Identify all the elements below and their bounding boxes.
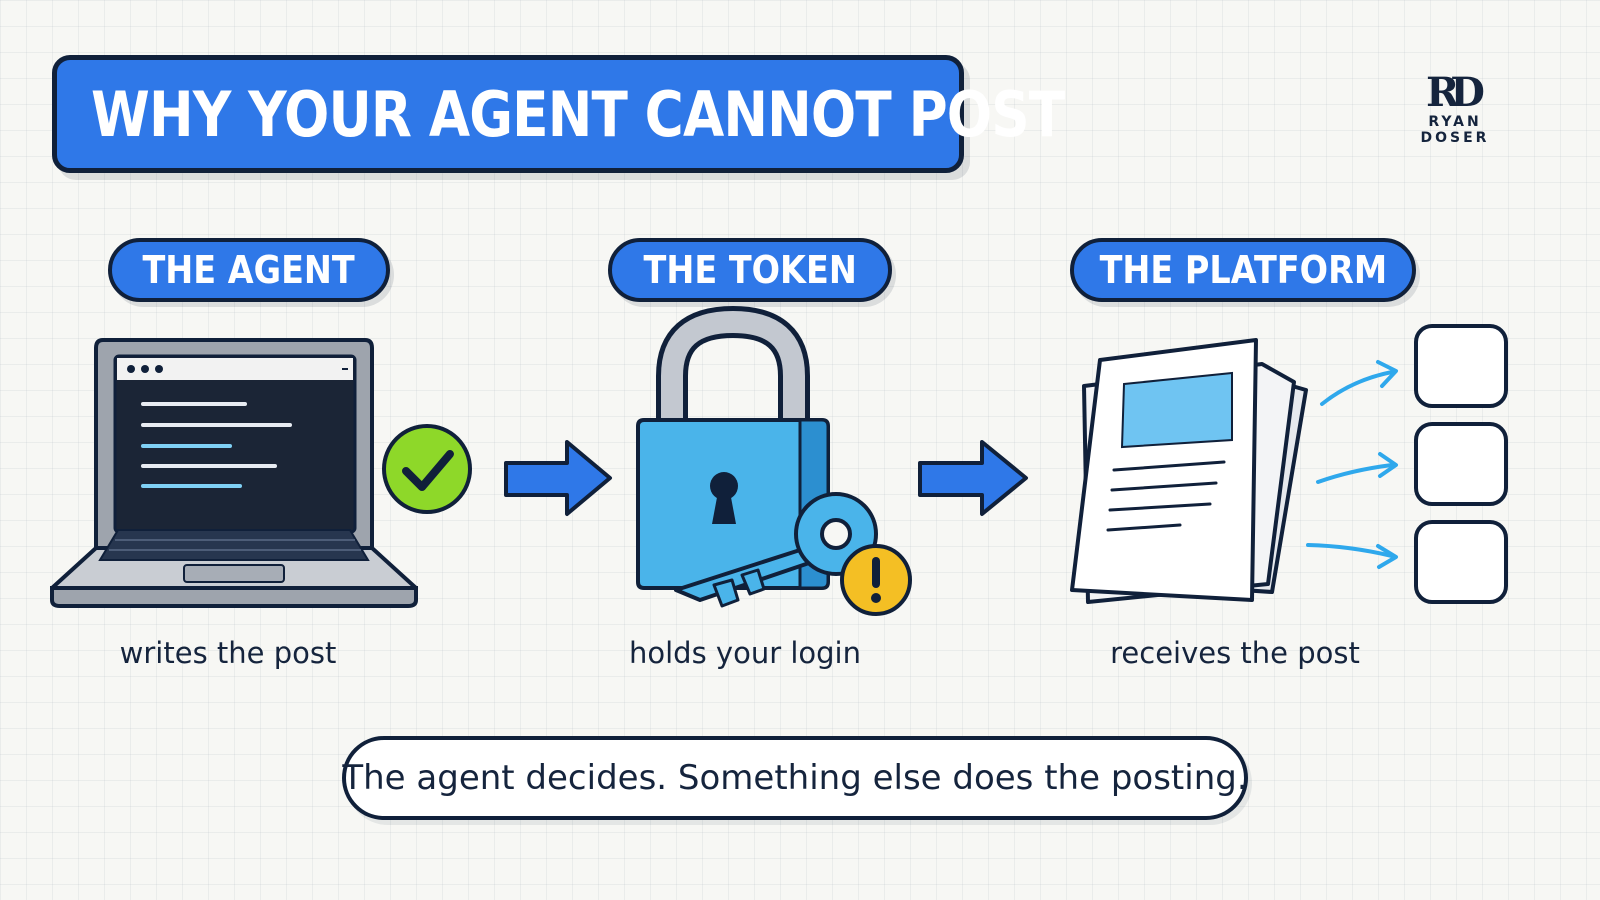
document-stack-icon (1070, 338, 1308, 604)
summary-box: The agent decides. Something else does t… (342, 736, 1248, 820)
arrow-right-icon (504, 440, 612, 516)
padlock-key-icon (636, 305, 878, 608)
pill-the-token: THE TOKEN (608, 238, 892, 302)
arrow-right-icon (918, 440, 1028, 516)
caption-the-agent: writes the post (119, 636, 337, 670)
summary-text: The agent decides. Something else does t… (342, 758, 1248, 798)
laptop-icon (50, 338, 418, 608)
logo-name-last: DOSER (1420, 130, 1490, 146)
output-box (1414, 520, 1508, 604)
pill-the-agent-label: THE AGENT (142, 248, 356, 292)
pill-the-agent: THE AGENT (108, 238, 390, 302)
pill-the-platform: THE PLATFORM (1070, 238, 1416, 302)
check-circle-icon (382, 424, 472, 514)
output-box (1414, 422, 1508, 506)
caption-the-platform: receives the post (1110, 636, 1360, 670)
ryan-doser-logo: RD RYAN DOSER (1414, 69, 1496, 147)
logo-name-first: RYAN (1428, 114, 1482, 130)
warning-icon (840, 544, 912, 616)
page-title: WHY YOUR AGENT CANNOT POST (91, 77, 1065, 151)
output-box (1414, 324, 1508, 408)
output-boxes (1414, 324, 1508, 604)
title-banner: WHY YOUR AGENT CANNOT POST (52, 55, 1065, 173)
logo-mark: RD (1426, 69, 1485, 116)
pill-the-platform-label: THE PLATFORM (1099, 248, 1387, 292)
caption-the-token: holds your login (629, 636, 861, 670)
pill-the-token-label: THE TOKEN (643, 248, 857, 292)
fanout-arrows (1306, 360, 1398, 569)
